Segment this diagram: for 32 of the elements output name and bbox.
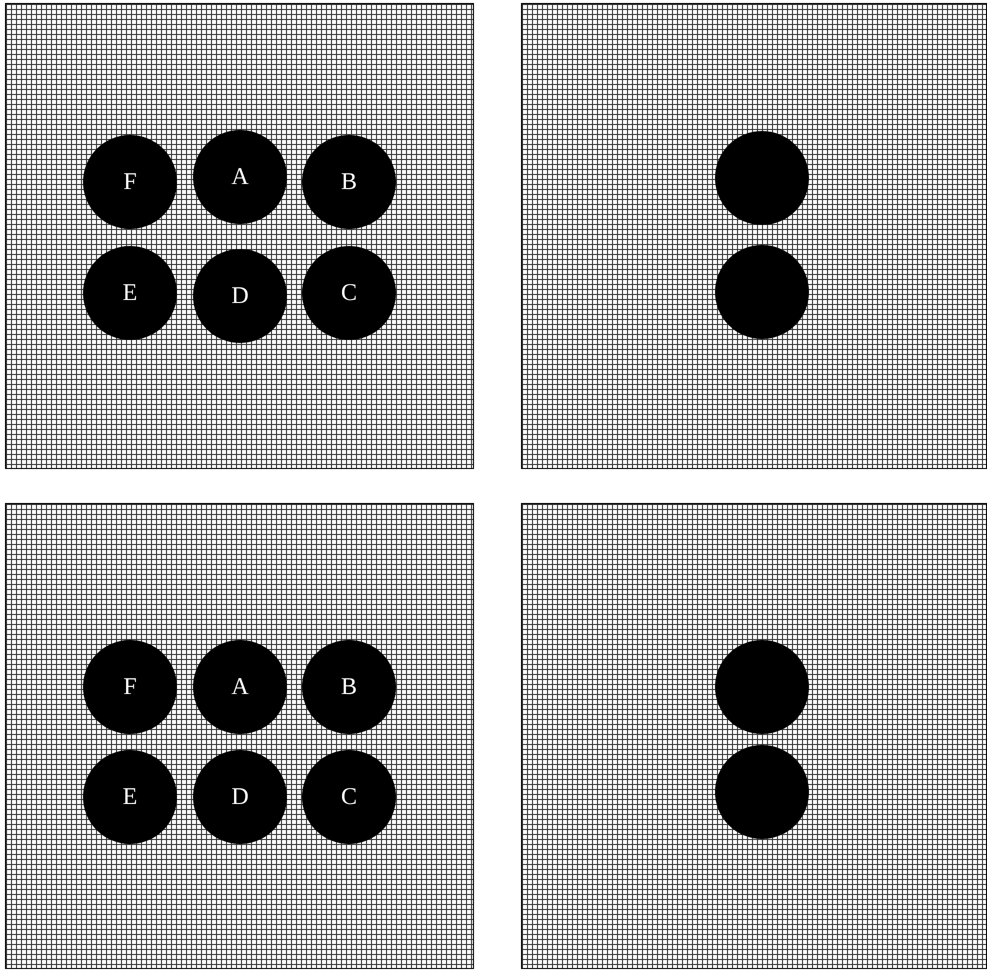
filled-circle	[715, 131, 809, 225]
circle-label: A	[231, 165, 249, 189]
labeled-circle	[83, 246, 177, 340]
circle-label: D	[231, 785, 249, 809]
grid-panel	[5, 503, 474, 969]
circle-label: F	[123, 675, 137, 699]
grid-panel	[521, 503, 987, 969]
labeled-circle	[193, 130, 287, 224]
circle-label: E	[122, 281, 138, 305]
circle-label: F	[123, 170, 137, 194]
labeled-circle	[302, 750, 396, 844]
labeled-circle	[302, 640, 396, 734]
circle-label: E	[122, 785, 138, 809]
circle-label: D	[231, 284, 249, 308]
filled-circle	[715, 245, 809, 339]
labeled-circle	[83, 135, 177, 229]
grid-panel	[5, 3, 474, 469]
filled-circle	[715, 745, 809, 839]
circle-label: B	[340, 170, 357, 194]
circle-label: C	[340, 281, 357, 305]
labeled-circle	[302, 246, 396, 340]
grid-panel	[521, 3, 987, 469]
labeled-circle	[83, 750, 177, 844]
labeled-circle	[83, 640, 177, 734]
circle-label: C	[340, 785, 357, 809]
circle-label: B	[340, 675, 357, 699]
filled-circle	[715, 640, 809, 734]
labeled-circle	[302, 135, 396, 229]
labeled-circle	[193, 750, 287, 844]
circle-label: A	[231, 675, 249, 699]
labeled-circle	[193, 640, 287, 734]
labeled-circle	[193, 249, 287, 343]
